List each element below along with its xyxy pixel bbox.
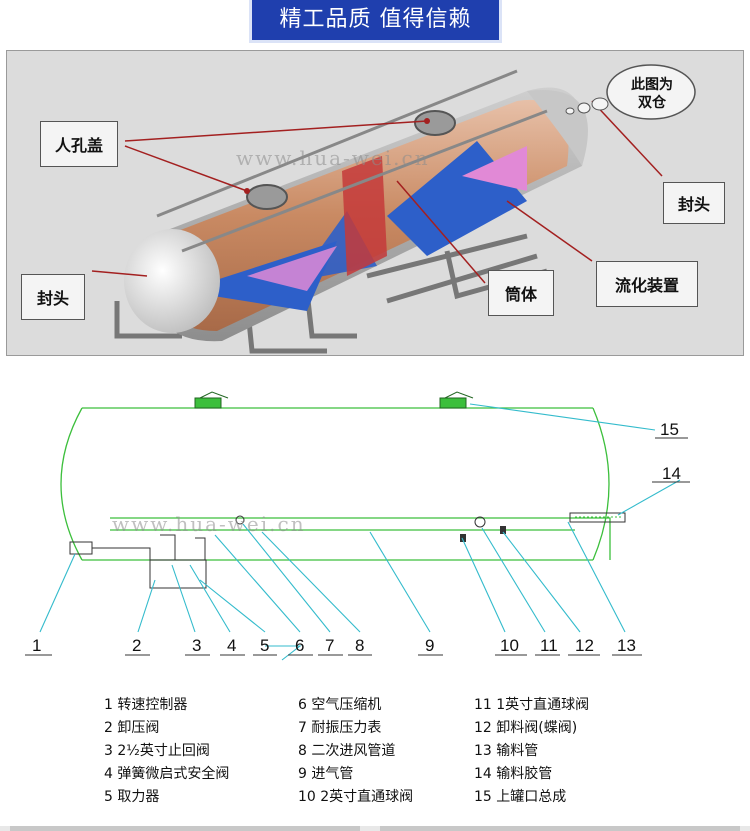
callout-1: 1 [32, 636, 42, 655]
callout-leaders [39, 403, 681, 661]
callout-10: 10 [500, 636, 519, 655]
legend-item: 10 2英寸直通球阀 [298, 789, 414, 805]
callout-11: 11 [540, 636, 558, 655]
tank-render [7, 51, 743, 355]
bottom-bar-segment [380, 826, 740, 831]
legend-item: 7 耐振压力表 [298, 720, 382, 736]
legend-item: 3 2½英寸止回阀 [104, 743, 210, 759]
legend-item: 12 卸料阀(蝶阀) [474, 720, 578, 736]
bottom-bar-segment [10, 826, 360, 831]
watermark-bottom: www.hua-wei.cn [112, 512, 306, 536]
label-manhole: 人孔盖 [40, 121, 118, 167]
callout-8: 8 [355, 636, 365, 655]
bottom-bar [0, 826, 750, 831]
callout-underlines [25, 437, 690, 656]
callout-4: 4 [227, 636, 237, 655]
compressor [149, 559, 207, 589]
tank-outline [60, 407, 611, 561]
callout-6: 6 [295, 636, 305, 655]
manhole-15 [194, 391, 474, 409]
legend-item: 8 二次进风管道 [298, 743, 396, 759]
label-shell: 筒体 [488, 270, 554, 316]
hose-14 [569, 512, 626, 523]
label-head-right: 封头 [663, 182, 725, 224]
legend-item: 11 1英寸直通球阀 [474, 697, 590, 713]
legend-item: 6 空气压缩机 [298, 697, 382, 713]
schematic-diagram [25, 391, 690, 661]
cloud-text: 此图为 双仓 [612, 76, 692, 112]
legend-item: 9 进气管 [298, 766, 354, 782]
callout-14: 14 [662, 464, 681, 483]
callout-5: 5 [260, 636, 270, 655]
watermark-top: www.hua-wei.cn [236, 146, 430, 170]
legend-item: 1 转速控制器 [104, 697, 188, 713]
callout-7: 7 [325, 636, 335, 655]
callout-15: 15 [660, 420, 679, 439]
cloud-bubbles [565, 97, 609, 115]
cloud-line-2: 双仓 [638, 95, 666, 111]
cloud-line-1: 此图为 [631, 77, 673, 93]
callout-3: 3 [192, 636, 202, 655]
legend-item: 14 输料胶管 [474, 766, 553, 782]
legend-col-3: 11 1英寸直通球阀 12 卸料阀(蝶阀) 13 输料管 14 输料胶管 15 … [474, 694, 589, 809]
callout-2: 2 [132, 636, 142, 655]
thought-cloud [606, 64, 696, 120]
callout-13: 13 [617, 636, 636, 655]
label-head-left: 封头 [21, 274, 85, 320]
page-banner: 精工品质 值得信赖 [252, 0, 499, 40]
legend-col-1: 1 转速控制器 2 卸压阀 3 2½英寸止回阀 4 弹簧微启式安全阀 5 取力器 [104, 694, 229, 809]
callout-12: 12 [575, 636, 594, 655]
leader-lines [91, 100, 663, 284]
legend-item: 15 上罐口总成 [474, 789, 567, 805]
legend-item: 13 输料管 [474, 743, 539, 759]
legend-item: 5 取力器 [104, 789, 160, 805]
legend-col-2: 6 空气压缩机 7 耐振压力表 8 二次进风管道 9 进气管 10 2英寸直通球… [298, 694, 413, 809]
callout-9: 9 [425, 636, 435, 655]
legend-item: 2 卸压阀 [104, 720, 160, 736]
label-fluidizer: 流化装置 [596, 261, 698, 307]
tank-body [124, 69, 588, 342]
legend-item: 4 弹簧微启式安全阀 [104, 766, 230, 782]
